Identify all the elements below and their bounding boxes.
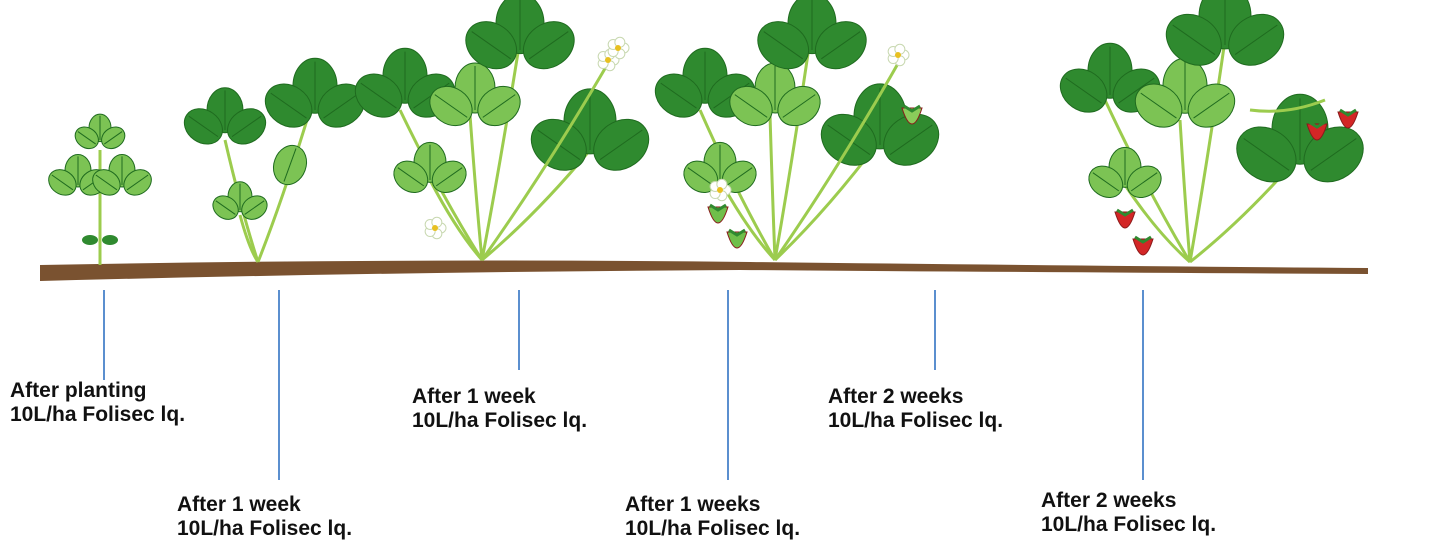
connector-line-2 bbox=[278, 290, 280, 480]
stage-dose: 10L/ha Folisec lq. bbox=[177, 517, 352, 541]
flower bbox=[425, 217, 446, 238]
stage-caption-1: After planting 10L/ha Folisec lq. bbox=[10, 379, 185, 427]
stage-title: After 2 weeks bbox=[828, 385, 1003, 409]
flower bbox=[888, 44, 909, 65]
connector-line-1 bbox=[103, 290, 105, 380]
connector-line-5 bbox=[934, 290, 936, 370]
stage-caption-5: After 2 weeks 10L/ha Folisec lq. bbox=[828, 385, 1003, 433]
stage-dose: 10L/ha Folisec lq. bbox=[828, 409, 1003, 433]
stage-dose: 10L/ha Folisec lq. bbox=[1041, 513, 1216, 537]
stage-title: After 2 weeks bbox=[1041, 489, 1216, 513]
plant-flowering bbox=[347, 0, 659, 260]
plant-ripe-fruit bbox=[1052, 0, 1374, 262]
stage-dose: 10L/ha Folisec lq. bbox=[10, 403, 185, 427]
plant-young bbox=[178, 58, 374, 262]
stage-caption-3: After 1 week 10L/ha Folisec lq. bbox=[412, 385, 587, 433]
connector-line-4 bbox=[727, 290, 729, 480]
stage-title: After 1 week bbox=[412, 385, 587, 409]
stage-title: After planting bbox=[10, 379, 185, 403]
plant-green-fruit bbox=[647, 0, 949, 260]
soil-line bbox=[40, 261, 1368, 281]
stage-title: After 1 weeks bbox=[625, 493, 800, 517]
stage-caption-2: After 1 week 10L/ha Folisec lq. bbox=[177, 493, 352, 541]
connector-line-6 bbox=[1142, 290, 1144, 480]
stage-dose: 10L/ha Folisec lq. bbox=[625, 517, 800, 541]
plant-illustration bbox=[0, 0, 1435, 300]
plant-seedling bbox=[44, 114, 157, 265]
connector-line-3 bbox=[518, 290, 520, 370]
stage-caption-4: After 1 weeks 10L/ha Folisec lq. bbox=[625, 493, 800, 541]
flower bbox=[608, 37, 629, 58]
stage-dose: 10L/ha Folisec lq. bbox=[412, 409, 587, 433]
stage-caption-6: After 2 weeks 10L/ha Folisec lq. bbox=[1041, 489, 1216, 537]
stage-title: After 1 week bbox=[177, 493, 352, 517]
